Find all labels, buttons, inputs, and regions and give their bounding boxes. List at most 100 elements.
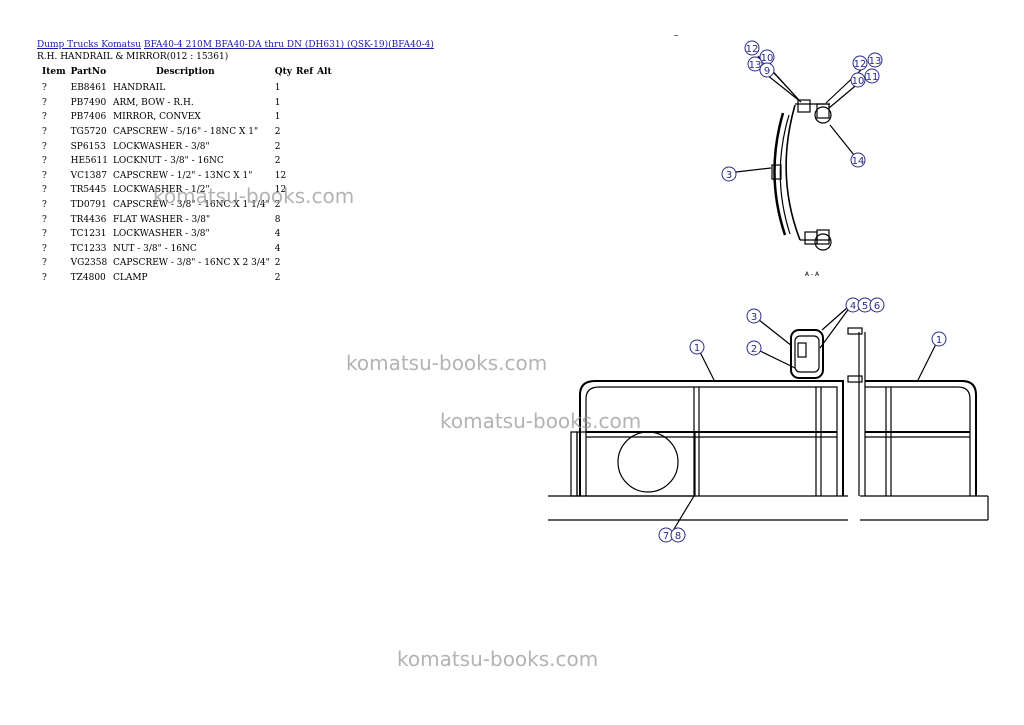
breadcrumb: Dump Trucks Komatsu BFA40-4 210M BFA40-D… xyxy=(37,40,434,50)
watermark: komatsu-books.com xyxy=(153,184,355,208)
cell-partno: TR4436 xyxy=(70,214,107,225)
cell-qty: 12 xyxy=(274,185,287,196)
top-view-drawing xyxy=(735,55,862,251)
svg-text:13: 13 xyxy=(869,56,882,67)
cell-partno: TD0791 xyxy=(70,200,107,211)
cell-partno: VC1387 xyxy=(70,170,107,181)
cell-item: ? xyxy=(42,229,47,240)
svg-text:12: 12 xyxy=(746,44,759,55)
cell-partno: TR5445 xyxy=(70,185,107,196)
callout-1b: 1 xyxy=(931,331,947,347)
breadcrumb-link-dump-trucks[interactable]: Dump Trucks Komatsu xyxy=(37,40,142,50)
cell-partno: TG5720 xyxy=(70,127,107,138)
breadcrumb-link-model[interactable]: BFA40-4 210M BFA40-DA thru DN (DH631) (Q… xyxy=(143,40,434,50)
callout-6: 6 xyxy=(869,297,885,313)
svg-text:10: 10 xyxy=(852,76,865,87)
svg-text:2: 2 xyxy=(751,344,757,355)
svg-text:11: 11 xyxy=(866,72,879,83)
col-item: Item xyxy=(42,67,66,77)
cell-description: MIRROR, CONVEX xyxy=(112,112,201,123)
cell-item: ? xyxy=(42,214,47,225)
cell-qty: 2 xyxy=(274,200,281,211)
cell-item: ? xyxy=(42,185,47,196)
cell-qty: 2 xyxy=(274,273,281,284)
callout-12b: 12 xyxy=(852,55,868,71)
watermark: komatsu-books.com xyxy=(440,409,642,433)
svg-text:1: 1 xyxy=(936,335,942,346)
cell-item: ? xyxy=(42,97,47,108)
svg-text:10: 10 xyxy=(761,53,774,64)
cell-partno: TC1233 xyxy=(70,243,107,254)
cell-item: ? xyxy=(42,170,47,181)
watermark: komatsu-books.com xyxy=(346,351,548,375)
table-row: ? PB7406 MIRROR, CONVEX 1 xyxy=(37,110,332,125)
cell-qty: 4 xyxy=(274,243,281,254)
cell-description: ARM, BOW - R.H. xyxy=(112,97,194,108)
cell-qty: 8 xyxy=(274,214,281,225)
cell-qty: 1 xyxy=(274,112,281,123)
callout-2: 2 xyxy=(746,340,762,356)
col-ref: Ref xyxy=(295,67,314,77)
cell-partno: TZ4800 xyxy=(70,273,106,284)
table-row: ? PB7490 ARM, BOW - R.H. 1 xyxy=(37,96,332,111)
svg-text:13: 13 xyxy=(749,60,762,71)
cell-qty: 1 xyxy=(274,97,281,108)
cell-qty: 1 xyxy=(274,83,281,94)
cell-item: ? xyxy=(42,141,47,152)
col-partno: PartNo xyxy=(70,67,107,77)
cell-description: CAPSCREW - 3/8" - 16NC X 2 3/4" xyxy=(112,258,270,269)
cell-item: ? xyxy=(42,112,47,123)
cell-item: ? xyxy=(42,83,47,94)
svg-text:4: 4 xyxy=(850,301,856,312)
section-label: A - A xyxy=(805,271,820,278)
cell-item: ? xyxy=(42,127,47,138)
cell-description: CAPSCREW - 1/2" - 13NC X 1" xyxy=(112,170,253,181)
cell-qty: 2 xyxy=(274,156,281,167)
col-alt: Alt xyxy=(317,67,332,77)
cell-partno: SP6153 xyxy=(70,141,106,152)
cell-partno: VG2358 xyxy=(70,258,108,269)
callout-12a: 12 xyxy=(744,40,760,56)
callout-14: 14 xyxy=(850,152,866,168)
callout-4: 4 xyxy=(845,297,861,313)
cell-partno: PB7406 xyxy=(70,112,107,123)
cell-partno: PB7490 xyxy=(70,97,107,108)
parts-table: Item PartNo Description Qty Ref Alt ?EB8… xyxy=(37,66,332,285)
cell-description: LOCKWASHER - 1/2" xyxy=(112,185,210,196)
dash-mark: – xyxy=(674,31,679,41)
cell-qty: 4 xyxy=(274,229,281,240)
table-row: ? TG5720 CAPSCREW - 5/16" - 18NC X 1" 2 xyxy=(37,125,332,140)
cell-qty: 2 xyxy=(274,127,281,138)
cell-qty: 12 xyxy=(274,170,287,181)
callout-13a: 13 xyxy=(747,56,763,72)
parts-table-header: Item PartNo Description Qty Ref Alt xyxy=(37,66,332,81)
col-description: Description xyxy=(155,67,215,77)
callout-3a: 3 xyxy=(721,166,737,182)
cell-partno: TC1231 xyxy=(70,229,107,240)
svg-text:14: 14 xyxy=(852,156,865,167)
callout-8: 8 xyxy=(670,527,686,543)
cell-qty: 2 xyxy=(274,141,281,152)
cell-description: CAPSCREW - 5/16" - 18NC X 1" xyxy=(112,127,259,138)
svg-text:7: 7 xyxy=(663,531,669,542)
svg-text:9: 9 xyxy=(764,66,770,77)
svg-text:8: 8 xyxy=(675,531,681,542)
table-row: ? TR5445 LOCKWASHER - 1/2" 12 xyxy=(37,183,332,198)
cell-item: ? xyxy=(42,200,47,211)
watermark: komatsu-books.com xyxy=(397,647,599,671)
svg-text:6: 6 xyxy=(874,301,880,312)
svg-text:12: 12 xyxy=(854,59,867,70)
cell-description: HANDRAIL xyxy=(112,83,166,94)
side-view-drawing xyxy=(548,306,989,535)
cell-item: ? xyxy=(42,258,47,269)
cell-description: LOCKWASHER - 3/8" xyxy=(112,141,210,152)
